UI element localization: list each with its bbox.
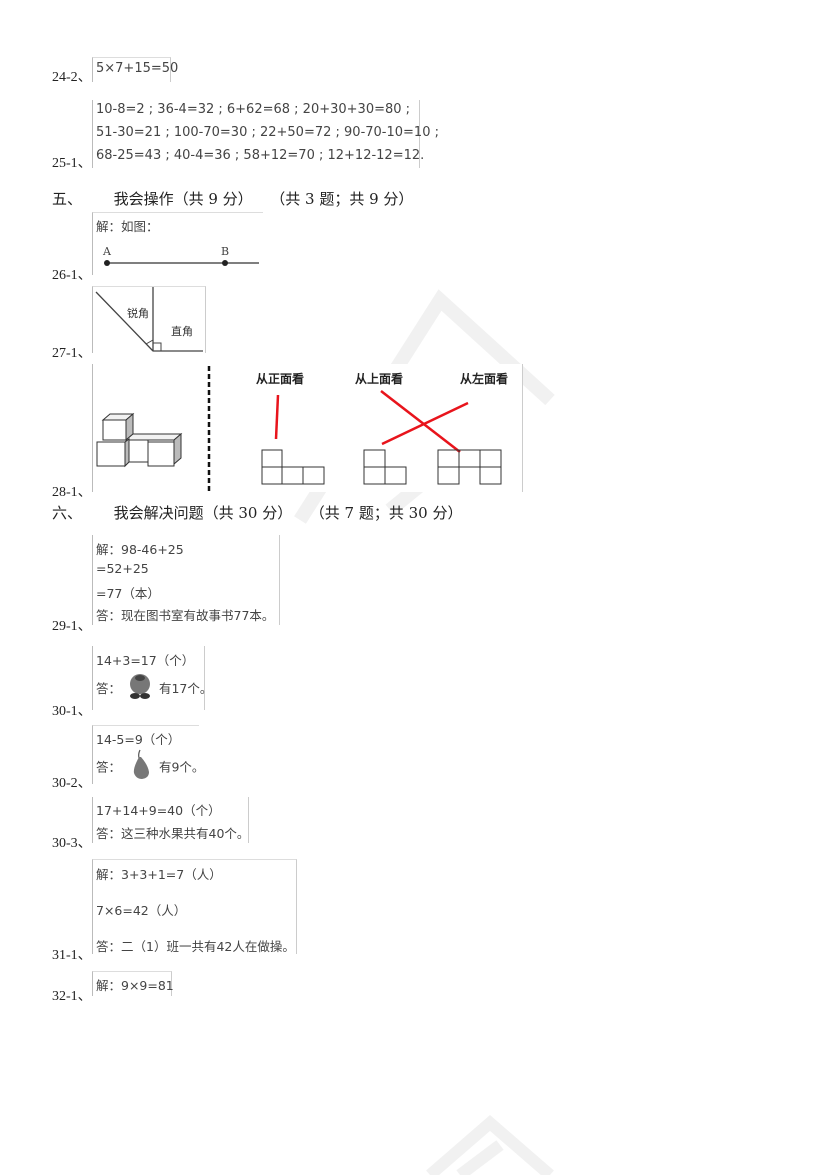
question-label: 29-1、	[52, 619, 92, 634]
section-summary: （共 3 题；共 9 分）	[270, 190, 414, 208]
question-label: 28-1、	[52, 485, 92, 500]
answer-box: 从正面看 从上面看 从左面看	[92, 364, 523, 492]
answer-line: 答： 有17个。	[96, 673, 213, 701]
answer-line: 14-5=9（个）	[96, 732, 181, 747]
answer-box: 10-8=2 ; 36-4=32 ; 6+62=68 ; 20+30+30=80…	[92, 100, 439, 168]
answer-line: 答：这三种水果共有40个。	[96, 826, 250, 841]
watermark-logo-bottom	[426, 1115, 554, 1175]
acute-angle-label: 锐角	[127, 306, 149, 320]
answer-suffix: 有17个。	[158, 681, 213, 696]
view-front-label: 从正面看	[256, 371, 304, 386]
section-heading: 五、 我会操作（共 9 分） （共 3 题；共 9 分）	[52, 188, 413, 209]
answer-box: 解：9×9=81	[92, 971, 174, 996]
left-view-grid	[437, 449, 502, 485]
view-left-label: 从左面看	[460, 371, 508, 386]
right-angle-label: 直角	[171, 324, 193, 338]
section-title: 我会操作（共 9 分）	[113, 190, 253, 208]
answer-line: 解：3+3+1=7（人）	[96, 867, 222, 882]
answer-line: 5×7+15=50	[96, 61, 179, 76]
answer-line: 7×6=42（人）	[96, 903, 187, 918]
answer-box: 5×7+15=50	[92, 57, 178, 82]
section-number: 六、	[52, 504, 83, 522]
section-title: 我会解决问题（共 30 分）	[113, 504, 293, 522]
question-label: 31-1、	[52, 948, 92, 963]
answer-line: 答：二（1）班一共有42人在做操。	[96, 939, 295, 954]
point-a-label: A	[102, 245, 112, 258]
answer-line: =77（本）	[96, 586, 160, 601]
answer-line: 答：现在图书室有故事书77本。	[96, 608, 275, 623]
answer-box: 17+14+9=40（个） 答：这三种水果共有40个。	[92, 797, 249, 843]
answer-line: 10-8=2 ; 36-4=32 ; 6+62=68 ; 20+30+30=80…	[96, 102, 411, 117]
point-a	[104, 260, 110, 266]
answer-suffix: 有9个。	[158, 759, 205, 775]
three-view-diagram: 从正面看 从上面看 从左面看	[96, 366, 508, 492]
point-b	[222, 260, 228, 266]
section-heading: 六、 我会解决问题（共 30 分） （共 7 题；共 30 分）	[52, 502, 462, 523]
section-number: 五、	[52, 190, 83, 208]
answer-line: =52+25	[96, 561, 149, 576]
answer-line: 14+3=17（个）	[96, 653, 195, 668]
view-top-label: 从上面看	[355, 371, 403, 386]
answer-box: 14+3=17（个） 答： 有17个。	[92, 646, 212, 710]
peach-icon	[130, 673, 150, 699]
question-label: 26-1、	[52, 268, 92, 283]
top-view-grid	[363, 449, 407, 485]
section-summary: （共 7 题；共 30 分）	[309, 504, 463, 522]
answer-line: 答： 有9个。	[96, 749, 205, 780]
answer-line: 解：9×9=81	[96, 978, 174, 993]
answer-line: 17+14+9=40（个）	[96, 803, 221, 818]
question-label: 30-3、	[52, 836, 92, 851]
question-label: 27-1、	[52, 346, 92, 361]
angle-diagram: 锐角 直角	[95, 287, 203, 352]
question-label: 30-2、	[52, 776, 92, 791]
question-label: 32-1、	[52, 989, 92, 1004]
question-label: 30-1、	[52, 704, 92, 719]
answer-box: 解：如图： A B	[92, 212, 263, 275]
point-b-label: B	[221, 245, 229, 258]
front-view-grid	[261, 449, 325, 485]
pear-icon	[133, 749, 149, 779]
answer-prefix: 答：	[96, 681, 122, 696]
cube-stack-icon	[96, 412, 183, 468]
matching-lines	[274, 390, 469, 453]
line-segment-diagram: A B	[102, 245, 259, 266]
answer-line: 68-25=43 ; 40-4=36 ; 58+12=70 ; 12+12-12…	[96, 148, 425, 163]
answer-box: 解：98-46+25 =52+25 =77（本） 答：现在图书室有故事书77本。	[92, 535, 280, 625]
answer-line: 解：98-46+25	[96, 542, 184, 557]
answer-line: 解：如图：	[96, 219, 159, 234]
answer-prefix: 答：	[96, 759, 122, 775]
answer-box: 锐角 直角	[92, 286, 206, 353]
question-label: 24-2、	[52, 70, 92, 85]
question-label: 25-1、	[52, 156, 92, 171]
answer-box: 解：3+3+1=7（人） 7×6=42（人） 答：二（1）班一共有42人在做操。	[92, 859, 297, 954]
answer-line: 51-30=21 ; 100-70=30 ; 22+50=72 ; 90-70-…	[96, 125, 439, 140]
answer-box: 14-5=9（个） 答： 有9个。	[92, 725, 204, 784]
